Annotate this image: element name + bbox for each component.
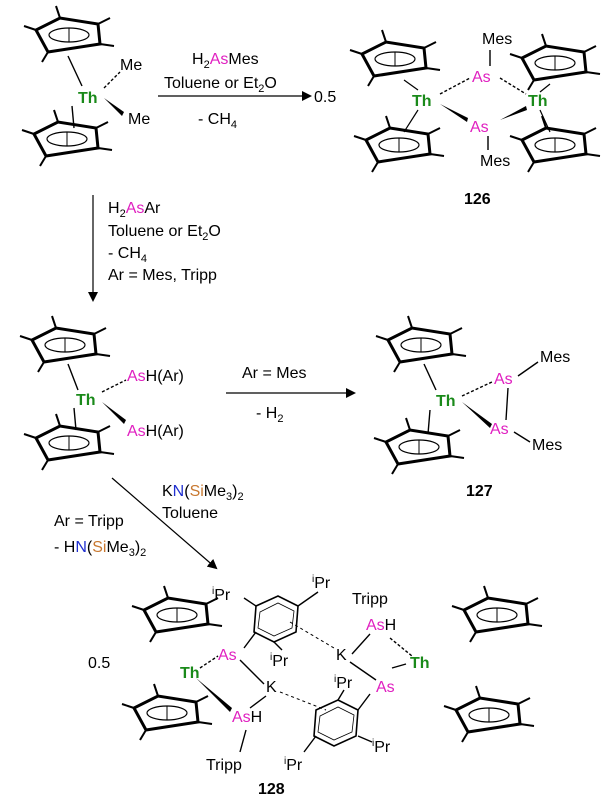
reaction-arrow-2: H2AsAr Toluene or Et2O - CH4 Ar = Mes, T…: [88, 195, 221, 302]
thorium-label: Th: [78, 90, 98, 107]
cp-ring-icon: [348, 28, 442, 88]
cp-ring-icon: [374, 314, 468, 374]
arsenide-ligand: AsH: [232, 709, 262, 726]
arsenic-label: As: [218, 647, 237, 664]
potassium-label: K: [266, 679, 277, 696]
isopropyl-label: iPr: [372, 738, 391, 756]
thorium-label: Th: [436, 393, 456, 410]
arsenic-label: As: [494, 371, 513, 388]
solvent-2: Toluene or Et2O: [108, 223, 221, 243]
arsenic-label: As: [472, 69, 491, 86]
arsenide-ligand: AsH(Ar): [127, 423, 184, 440]
reaction-arrow-3: Ar = Mes - H2: [226, 365, 356, 425]
byproduct-1: - CH4: [198, 111, 237, 131]
cp-ring-icon: [120, 682, 214, 742]
reagent-1: H2AsMes: [192, 51, 259, 71]
benzene-ring-icon: [313, 699, 359, 747]
isopropyl-label: iPr: [312, 574, 331, 592]
reaction-arrow-4: KN(SiMe3)2 Toluene Ar = Tripp - HN(SiMe3…: [54, 477, 244, 570]
reaction-arrow-1: H2AsMes Toluene or Et2O - CH4: [158, 51, 312, 131]
isopropyl-label: iPr: [212, 586, 231, 604]
tripp-label: Tripp: [206, 757, 242, 774]
compound-number: 127: [466, 483, 493, 500]
arsenic-label: As: [490, 421, 509, 438]
start-complex: Th Me Me: [20, 4, 150, 168]
solvent-1: Toluene or Et2O: [164, 75, 277, 95]
tripp-label: Tripp: [352, 591, 388, 608]
methyl-label: Me: [128, 111, 150, 128]
cp-ring-icon: [130, 584, 224, 644]
mesityl-label: Mes: [480, 153, 510, 170]
thorium-label: Th: [76, 392, 96, 409]
thorium-label: Th: [410, 655, 430, 672]
stoich-coefficient: 0.5: [88, 655, 110, 672]
cp-ring-icon: [442, 684, 536, 744]
byproduct-4: - HN(SiMe3)2: [54, 539, 146, 559]
byproduct-2: - CH4: [108, 245, 147, 265]
reagent-2: H2AsAr: [108, 200, 161, 220]
thorium-label: Th: [528, 93, 548, 110]
cp-ring-icon: [22, 412, 116, 472]
cp-ring-icon: [508, 114, 602, 174]
cp-ring-icon: [22, 4, 116, 64]
mesityl-label: Mes: [532, 437, 562, 454]
product-127: Th As As Mes Mes 127: [372, 314, 570, 500]
arsenide-ligand: AsH: [366, 617, 396, 634]
aryl-definition: Ar = Mes, Tripp: [108, 267, 217, 284]
methyl-label: Me: [120, 57, 142, 74]
byproduct-3: - H2: [256, 405, 283, 425]
isopropyl-label: iPr: [284, 756, 303, 774]
arsenide-ligand: AsH(Ar): [127, 368, 184, 385]
benzene-ring-icon: [253, 595, 299, 643]
isopropyl-label: iPr: [334, 674, 353, 692]
arsenic-label: As: [376, 679, 395, 696]
potassium-label: K: [336, 647, 347, 664]
compound-number: 128: [258, 781, 285, 798]
condition-3: Ar = Mes: [242, 365, 306, 382]
compound-number: 126: [464, 191, 491, 208]
mesityl-label: Mes: [540, 349, 570, 366]
reagent-4: KN(SiMe3)2: [162, 483, 244, 503]
cp-ring-icon: [352, 114, 446, 174]
cp-ring-icon: [508, 32, 602, 92]
thorium-label: Th: [180, 665, 200, 682]
cp-ring-icon: [20, 108, 114, 168]
thorium-label: Th: [412, 93, 432, 110]
condition-4: Ar = Tripp: [54, 513, 124, 530]
stoich-coefficient: 0.5: [314, 89, 336, 106]
solvent-4: Toluene: [162, 505, 218, 522]
product-126: 0.5 Th Th As As Mes Mes 126: [314, 28, 602, 208]
bis-arsenide-intermediate: Th AsH(Ar) AsH(Ar): [18, 314, 184, 472]
mesityl-label: Mes: [482, 31, 512, 48]
isopropyl-label: iPr: [270, 652, 289, 670]
cp-ring-icon: [18, 314, 112, 374]
product-128: 0.5 Th Th As AsH AsH As K K: [88, 574, 544, 798]
cp-ring-icon: [372, 416, 466, 476]
cp-ring-icon: [450, 584, 544, 644]
arsenic-label: As: [470, 119, 489, 136]
